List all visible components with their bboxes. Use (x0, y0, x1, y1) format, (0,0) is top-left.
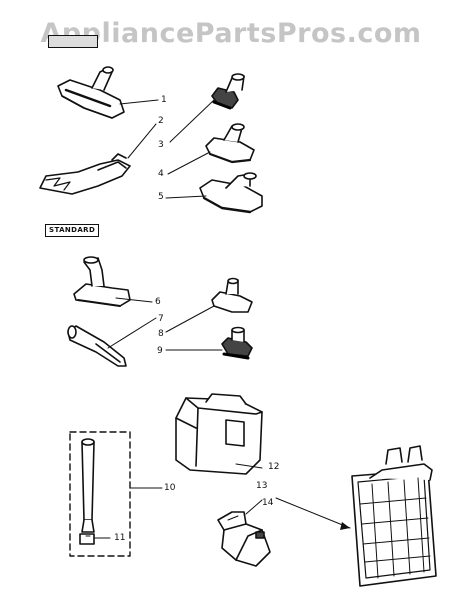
part-5-floor-brush (199, 172, 263, 214)
part-13-mounting-bracket (217, 511, 271, 567)
part-8-small-nozzle (211, 277, 253, 313)
part-9-small-brush (221, 326, 253, 360)
section-label-top (48, 35, 98, 48)
callout-6: 6 (155, 297, 161, 307)
callout-2: 2 (158, 116, 164, 126)
callout-9: 9 (157, 346, 163, 356)
callout-1: 1 (161, 95, 167, 105)
callout-12: 12 (268, 462, 280, 472)
callout-14: 14 (262, 498, 274, 508)
leader-lines (93, 99, 351, 539)
part-4-upholstery-tool (205, 123, 255, 164)
part-3-dust-brush (211, 73, 245, 110)
part-1-floor-tool (57, 66, 125, 119)
part-7-crevice-tool (67, 325, 127, 367)
callout-4: 4 (158, 169, 164, 179)
callout-7: 7 (158, 314, 164, 324)
callout-10: 10 (164, 483, 176, 493)
callout-11: 11 (114, 533, 126, 543)
part-14-filter-grille (351, 445, 437, 587)
callout-8: 8 (158, 329, 164, 339)
callout-5: 5 (158, 192, 164, 202)
part-2-flat-tool (39, 153, 131, 195)
part-10-wand-assembly (69, 431, 131, 557)
callout-13: 13 (256, 481, 268, 491)
callout-3: 3 (158, 140, 164, 150)
part-12-tool-caddy (175, 393, 263, 475)
section-label-standard: STANDARD (45, 224, 100, 237)
